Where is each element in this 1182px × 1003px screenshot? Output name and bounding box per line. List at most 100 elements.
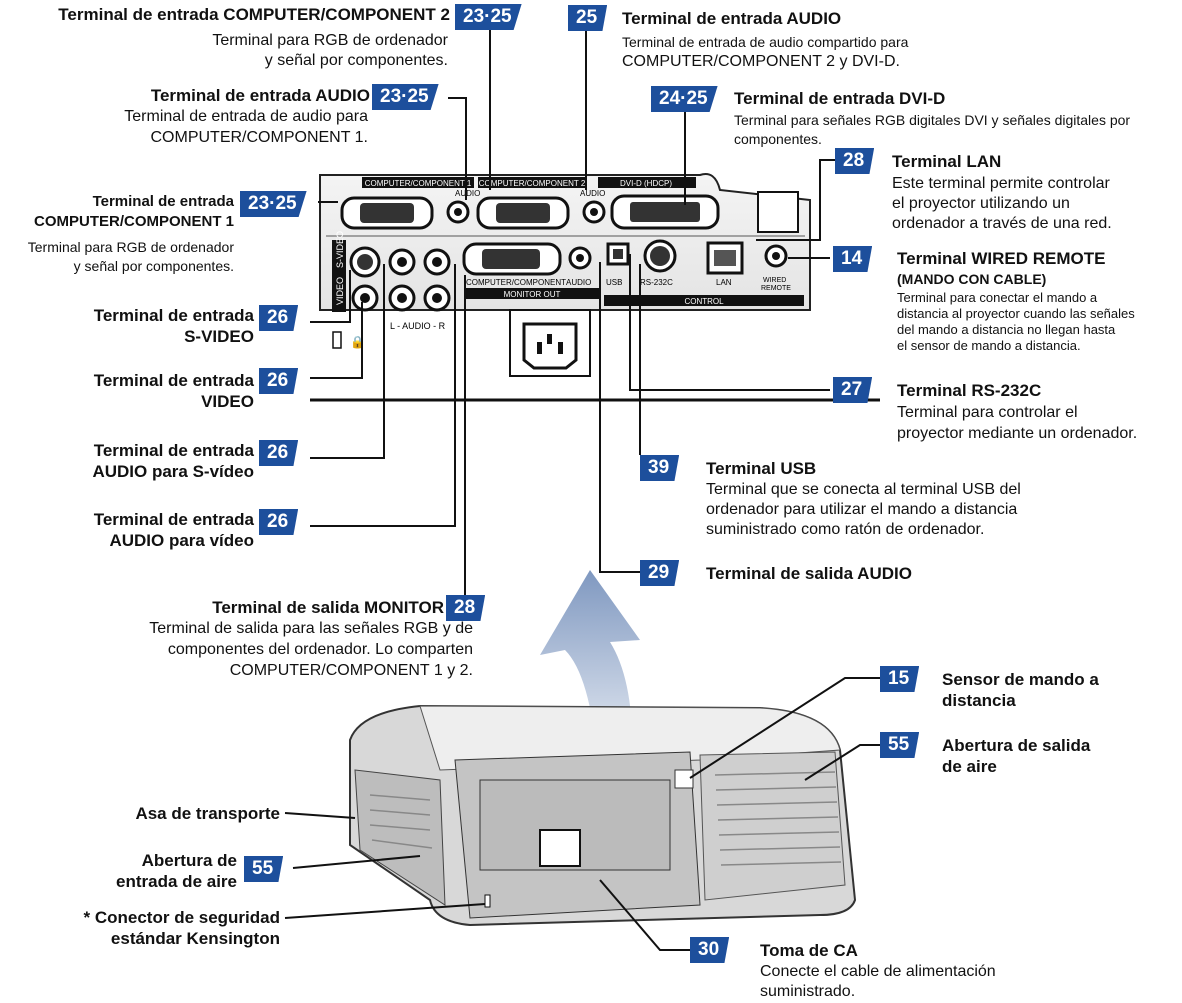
badge-rs232: 27: [833, 377, 873, 403]
remote-sensor-window: [757, 191, 799, 233]
panel-label-svideo: S-VIDEO: [335, 231, 345, 268]
badge-video: 26: [259, 368, 299, 394]
label-dvi-title: Terminal de entrada DVI-D: [734, 89, 946, 108]
kensington-slot-closeup: [332, 331, 342, 349]
label-kensington-title1: * Conector de seguridad: [83, 908, 280, 927]
label-wired-desc2: distancia al proyector cuando las señale…: [897, 306, 1135, 321]
badge-audio-top: 25: [568, 5, 608, 31]
label-exhaust-title2: de aire: [942, 757, 997, 776]
label-svideo-title1: Terminal de entrada: [93, 306, 254, 325]
label-usb-desc2: ordenador para utilizar el mando a dista…: [706, 501, 1018, 518]
label-usb-title: Terminal USB: [706, 459, 817, 478]
label-audio1-desc1: Terminal de entrada de audio para: [124, 108, 368, 125]
badge-audio-out: 29: [640, 560, 680, 586]
badge-usb: 39: [640, 455, 680, 481]
label-audio-v-title1: Terminal de entrada: [93, 510, 254, 529]
label-lan-desc3: ordenador a través de una red.: [892, 215, 1112, 232]
label-intake-title2: entrada de aire: [116, 872, 237, 891]
panel-label-wired1: WIRED: [763, 277, 786, 284]
label-ac-desc1: Conecte el cable de alimentación: [760, 963, 996, 980]
leader-lines: [284, 24, 880, 951]
label-lan-desc1: Este terminal permite controlar: [892, 175, 1110, 192]
panel-label-comp2: COMPUTER/COMPONENT 2: [479, 179, 586, 188]
label-audio-top-desc1: Terminal de entrada de audio compartido …: [622, 34, 909, 50]
label-audio-v-title2: AUDIO para vídeo: [109, 531, 254, 550]
label-audio1-desc2: COMPUTER/COMPONENT 1.: [150, 129, 369, 146]
badge-lan: 28: [835, 148, 875, 174]
badge-comp2: 23·25: [455, 4, 522, 30]
label-audio-out-title: Terminal de salida AUDIO: [706, 564, 912, 583]
label-dvi-desc2: componentes.: [734, 131, 822, 147]
badge-intake: 55: [244, 856, 284, 882]
label-audio-top-desc2: COMPUTER/COMPONENT 2 y DVI-D.: [622, 53, 900, 70]
label-comp2-title: Terminal de entrada COMPUTER/COMPONENT 2: [58, 5, 450, 24]
label-wired-subtitle: (MANDO CON CABLE): [897, 271, 1047, 287]
label-wired-desc1: Terminal para conectar el mando a: [897, 290, 1098, 305]
label-monitor-desc2: componentes del ordenador. Lo comparten: [167, 641, 473, 658]
panel-label-wired2: REMOTE: [761, 285, 791, 292]
label-comp2-desc2: y señal por componentes.: [264, 52, 448, 69]
badge-audio-sv: 26: [259, 440, 299, 466]
badge-exhaust: 55: [880, 732, 920, 758]
badge-monitor: 28: [446, 595, 486, 621]
label-ac-desc2: suministrado.: [760, 983, 856, 1000]
rear-panel-closeup: COMPUTER/COMPONENT 1 COMPUTER/COMPONENT …: [310, 173, 880, 402]
panel-label-video: VIDEO: [335, 277, 345, 305]
lan-port: [706, 241, 744, 275]
panel-label-rs232: RS-232C: [640, 278, 673, 287]
label-audio1-title: Terminal de entrada AUDIO: [150, 86, 370, 105]
label-svideo-title2: S-VIDEO: [184, 327, 254, 346]
badge-comp1: 23·25: [240, 191, 307, 217]
label-video-title2: VIDEO: [201, 392, 254, 411]
projector-body: [349, 704, 857, 927]
label-wired-title: Terminal WIRED REMOTE: [897, 249, 1106, 268]
panel-label-dvi: DVI-D (HDCP): [620, 179, 672, 188]
panel-label-lan: LAN: [716, 278, 732, 287]
label-usb-desc1: Terminal que se conecta al terminal USB …: [706, 481, 1021, 498]
label-sensor-title2: distancia: [942, 691, 1016, 710]
label-audio-top-title: Terminal de entrada AUDIO: [622, 9, 842, 28]
panel-label-control: CONTROL: [684, 297, 724, 306]
label-ac-title: Toma de CA: [760, 941, 858, 960]
label-comp1-desc1: Terminal para RGB de ordenador: [27, 239, 234, 255]
label-lan-title: Terminal LAN: [892, 152, 1002, 171]
badge-svideo: 26: [259, 305, 299, 331]
label-rs232-desc1: Terminal para controlar el: [897, 404, 1078, 421]
label-intake-title1: Abertura de: [141, 851, 237, 870]
label-comp1-title1: Terminal de entrada: [92, 193, 234, 210]
badge-audio1: 23·25: [372, 84, 439, 110]
label-lan-desc2: el proyector utilizando un: [892, 195, 1070, 212]
label-monitor-title: Terminal de salida MONITOR: [212, 598, 444, 617]
panel-label-audio1: AUDIO: [455, 189, 480, 198]
label-monitor-desc1: Terminal de salida para las señales RGB …: [149, 620, 473, 637]
badge-ac: 30: [690, 937, 730, 963]
panel-label-audio2: AUDIO: [580, 189, 605, 198]
label-kensington-title2: estándar Kensington: [110, 929, 280, 948]
panel-label-laudio: L - AUDIO - R: [390, 321, 446, 331]
badge-wired: 14: [833, 246, 873, 272]
label-exhaust-title1: Abertura de salida: [942, 736, 1091, 755]
panel-label-comp1: COMPUTER/COMPONENT 1: [365, 179, 472, 188]
label-wired-desc4: el sensor de mando a distancia.: [897, 338, 1081, 353]
label-dvi-desc1: Terminal para señales RGB digitales DVI …: [734, 112, 1131, 128]
label-video-title1: Terminal de entrada: [93, 371, 254, 390]
badge-audio-v: 26: [259, 509, 299, 535]
label-audio-sv-title1: Terminal de entrada: [93, 441, 254, 460]
label-comp2-desc1: Terminal para RGB de ordenador: [212, 32, 448, 49]
label-audio-sv-title2: AUDIO para S-vídeo: [92, 462, 254, 481]
label-comp1-desc2: y señal por componentes.: [73, 258, 234, 274]
panel-label-compmon: COMPUTER/COMPONENT: [466, 278, 566, 287]
label-usb-desc3: suministrado como ratón de ordenador.: [706, 521, 985, 538]
label-rs232-title: Terminal RS-232C: [897, 381, 1042, 400]
label-sensor-title1: Sensor de mando a: [942, 670, 1099, 689]
panel-label-usb: USB: [606, 278, 622, 287]
label-comp1-title2: COMPUTER/COMPONENT 1: [33, 213, 234, 230]
panel-label-monitor-out: MONITOR OUT: [504, 290, 561, 299]
badge-dvi: 24·25: [651, 86, 718, 112]
panel-label-audio-out: AUDIO: [566, 278, 591, 287]
label-wired-desc3: del mando a distancia no llegan hasta: [897, 322, 1116, 337]
label-monitor-desc3: COMPUTER/COMPONENT 1 y 2.: [229, 662, 473, 679]
badge-sensor: 15: [880, 666, 920, 692]
label-handle-title: Asa de transporte: [135, 804, 280, 823]
